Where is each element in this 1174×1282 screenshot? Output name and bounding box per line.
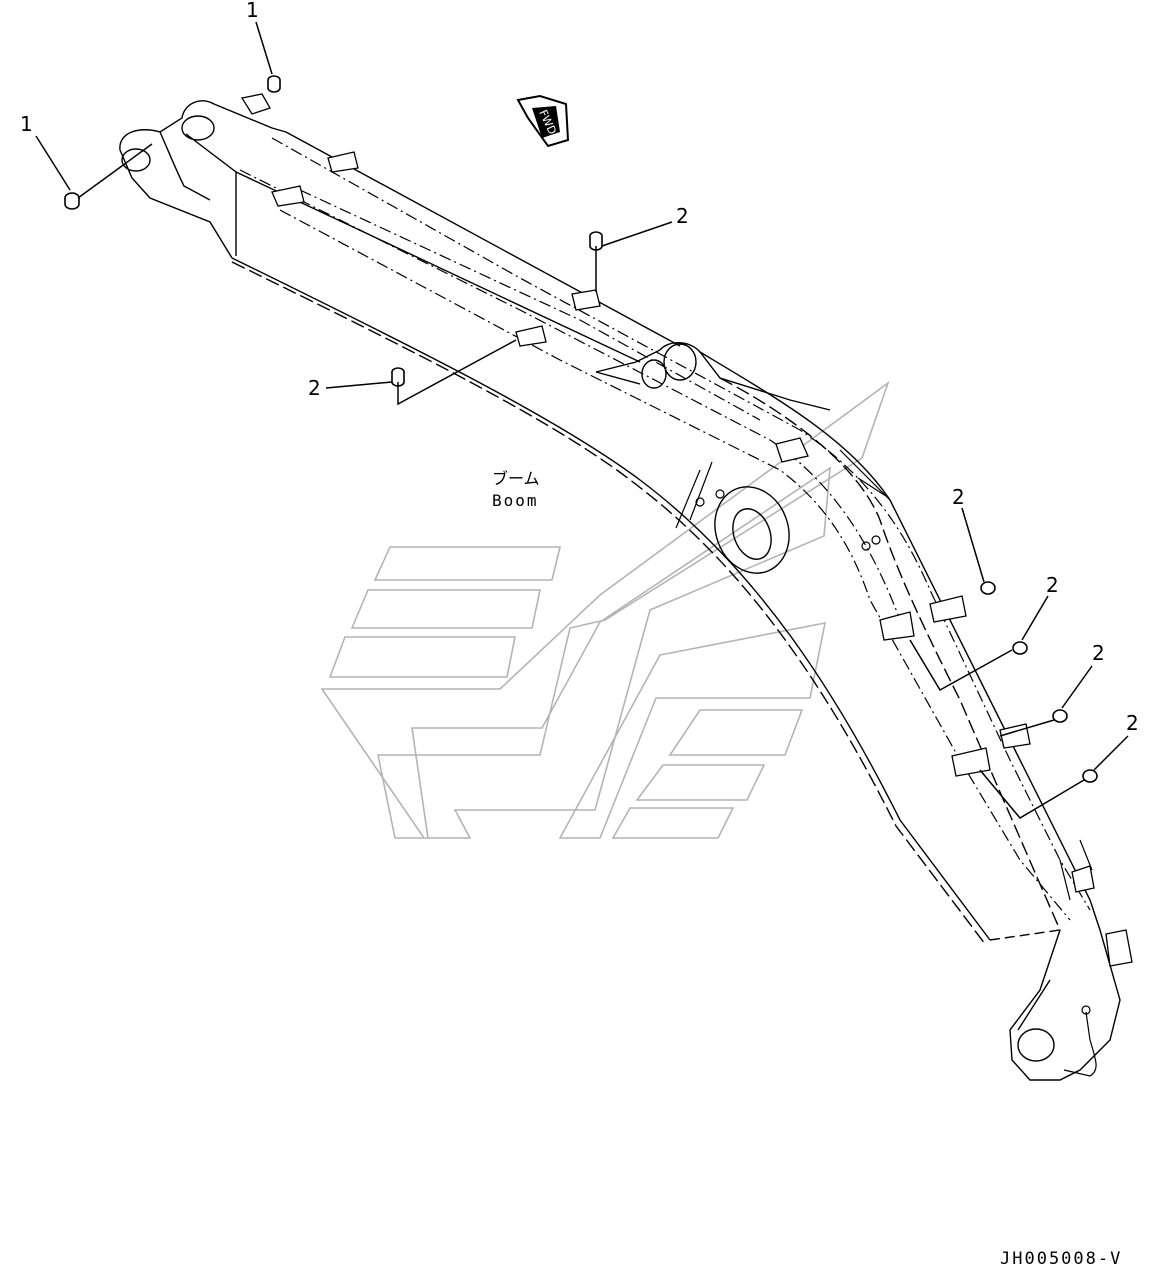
callout-2e: 2 <box>1092 641 1105 665</box>
callout-1a: 1 <box>20 112 33 136</box>
callout-1b: 1 <box>246 0 259 22</box>
small-fittings <box>675 449 1097 1077</box>
cap-parts <box>64 75 1098 783</box>
callout-2a: 2 <box>676 204 689 228</box>
hydraulic-lines <box>239 137 1091 921</box>
boom-label-jp: ブーム <box>492 469 540 488</box>
cap-icon-2e <box>1052 709 1068 723</box>
leader-lines <box>35 21 1129 819</box>
drawing-code: JH005008-V <box>1000 1249 1122 1269</box>
boom-body <box>119 100 1121 1081</box>
callout-2c: 2 <box>952 485 965 509</box>
cap-icon-1a <box>64 192 80 210</box>
cap-icon-2c <box>980 581 996 595</box>
callout-2f: 2 <box>1126 711 1139 735</box>
watermark-logo <box>320 380 890 839</box>
callout-2b: 2 <box>308 376 321 400</box>
callout-2d: 2 <box>1046 573 1059 597</box>
cap-icon-2d <box>1012 641 1028 655</box>
cap-icon-1b <box>267 75 281 93</box>
fwd-arrow-icon: FWD <box>516 94 570 148</box>
cap-icon-2f <box>1082 769 1098 783</box>
boom-label-en: Boom <box>492 491 539 510</box>
boom-clamps <box>240 93 1133 967</box>
